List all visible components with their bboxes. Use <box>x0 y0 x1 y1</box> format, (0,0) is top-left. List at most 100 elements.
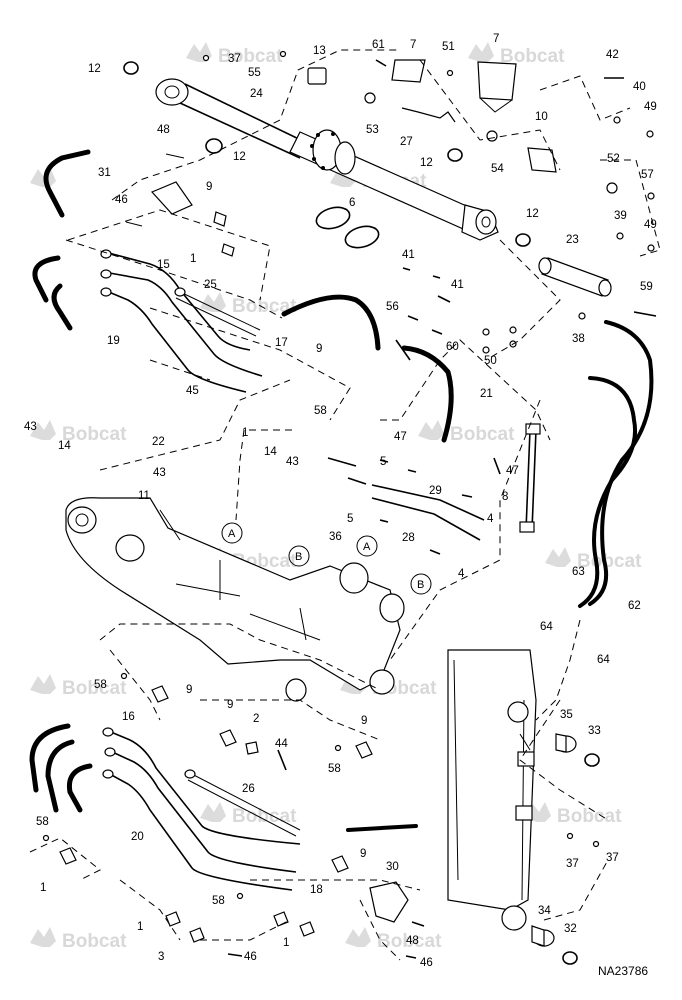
callout-label: 12 <box>526 208 539 220</box>
callout-label: 1 <box>40 882 46 894</box>
callout-label: 34 <box>538 905 551 917</box>
callout-label: 53 <box>366 124 379 136</box>
bobcat-watermark: Bobcat <box>200 292 297 317</box>
callout-label: 1 <box>137 921 143 933</box>
callout-label: 7 <box>493 33 499 45</box>
callout-label: 23 <box>566 234 579 246</box>
bobcat-watermark: Bobcat <box>30 927 127 952</box>
lower-clamps <box>42 672 425 959</box>
reference-circle-a: A <box>356 535 378 557</box>
svg-text:Bobcat: Bobcat <box>218 46 283 67</box>
bobcat-watermark: Bobcat <box>186 42 283 67</box>
callout-label: 48 <box>157 124 170 136</box>
callout-label: 58 <box>212 895 225 907</box>
callout-label: 9 <box>360 848 366 860</box>
callout-label: 22 <box>152 436 165 448</box>
small-fittings <box>202 50 657 354</box>
reference-circle-a: A <box>221 522 243 544</box>
callout-label: 6 <box>349 197 355 209</box>
svg-text:Bobcat: Bobcat <box>62 678 127 699</box>
callout-label: 12 <box>88 63 101 75</box>
callout-label: 19 <box>107 335 120 347</box>
lower-left-hoses <box>29 723 93 813</box>
svg-text:B: B <box>417 579 424 591</box>
callout-label: 64 <box>597 654 610 666</box>
callout-label: 7 <box>410 39 416 51</box>
dipper-stick <box>447 649 537 931</box>
callout-label: 41 <box>451 279 464 291</box>
callout-label: 5 <box>347 513 353 525</box>
callout-label: 9 <box>361 715 367 727</box>
callout-label: 3 <box>158 951 164 963</box>
callout-label: 39 <box>614 210 627 222</box>
svg-text:B: B <box>295 551 302 563</box>
callout-label: 26 <box>242 783 255 795</box>
pivot-pin <box>538 257 612 297</box>
callout-label: 43 <box>286 456 299 468</box>
bobcat-watermark: Bobcat <box>30 420 127 445</box>
svg-text:Bobcat: Bobcat <box>62 931 127 952</box>
lower-rigid-tubes <box>102 727 418 891</box>
bobcat-watermark: Bobcat <box>545 547 642 572</box>
callout-label: 40 <box>633 81 646 93</box>
callout-label: 9 <box>206 181 212 193</box>
reference-circle-b: B <box>288 545 310 567</box>
callout-label: 61 <box>372 39 385 51</box>
callout-label: 10 <box>535 111 548 123</box>
callout-label: 37 <box>566 858 579 870</box>
callout-label: 47 <box>394 431 407 443</box>
callout-label: 49 <box>644 219 657 231</box>
callout-label: 38 <box>572 333 585 345</box>
callout-label: 37 <box>228 53 241 65</box>
callout-label: 63 <box>572 566 585 578</box>
hose-clamps <box>315 206 380 249</box>
bobcat-watermark: Bobcat <box>30 674 127 699</box>
callout-label: 45 <box>186 385 199 397</box>
bobcat-watermark: Bobcat <box>525 802 622 827</box>
callout-label: 14 <box>58 440 71 452</box>
callout-label: 58 <box>94 679 107 691</box>
callout-label: 9 <box>227 699 233 711</box>
callout-label: 5 <box>380 456 386 468</box>
stick-bushings <box>531 733 600 965</box>
callout-label: 50 <box>484 355 497 367</box>
callout-label: 33 <box>588 725 601 737</box>
bobcat-watermark <box>30 167 56 187</box>
callout-labels: 12 37 55 13 61 7 51 7 42 40 49 24 53 27 … <box>24 33 657 969</box>
callout-label: 24 <box>250 88 263 100</box>
boom-arm <box>65 497 405 702</box>
callout-label: 43 <box>24 421 37 433</box>
callout-label: 17 <box>275 337 288 349</box>
svg-text:Bobcat: Bobcat <box>500 46 565 67</box>
upper-mount-bracket <box>125 153 235 257</box>
right-long-hoses <box>578 320 654 608</box>
svg-text:Bobcat: Bobcat <box>377 931 442 952</box>
callout-label: 58 <box>328 763 341 775</box>
callout-label: 21 <box>480 388 493 400</box>
bobcat-watermark: Bobcat <box>468 42 565 67</box>
bobcat-watermark: Bobcat <box>345 927 442 952</box>
callout-label: 9 <box>186 684 192 696</box>
callout-label: 2 <box>253 713 259 725</box>
callout-label: 58 <box>36 816 49 828</box>
callout-label: 27 <box>400 136 413 148</box>
leader-lines <box>29 49 661 961</box>
callout-label: 52 <box>607 153 620 165</box>
figure-code: NA23786 <box>598 964 648 978</box>
callout-label: 51 <box>442 41 455 53</box>
callout-label: 1 <box>190 253 196 265</box>
callout-label: 56 <box>386 301 399 313</box>
svg-text:A: A <box>228 528 236 540</box>
callout-label: 64 <box>540 621 553 633</box>
callout-label: 1 <box>242 427 248 439</box>
callout-label: 15 <box>157 259 170 271</box>
callout-label: 46 <box>115 194 128 206</box>
callout-label: 62 <box>628 600 641 612</box>
callout-label: 36 <box>329 531 342 543</box>
svg-text:Bobcat: Bobcat <box>557 806 622 827</box>
callout-label: 55 <box>248 67 261 79</box>
boom-cylinder <box>155 78 499 241</box>
callout-label: 42 <box>606 49 619 61</box>
callout-label: 58 <box>314 405 327 417</box>
